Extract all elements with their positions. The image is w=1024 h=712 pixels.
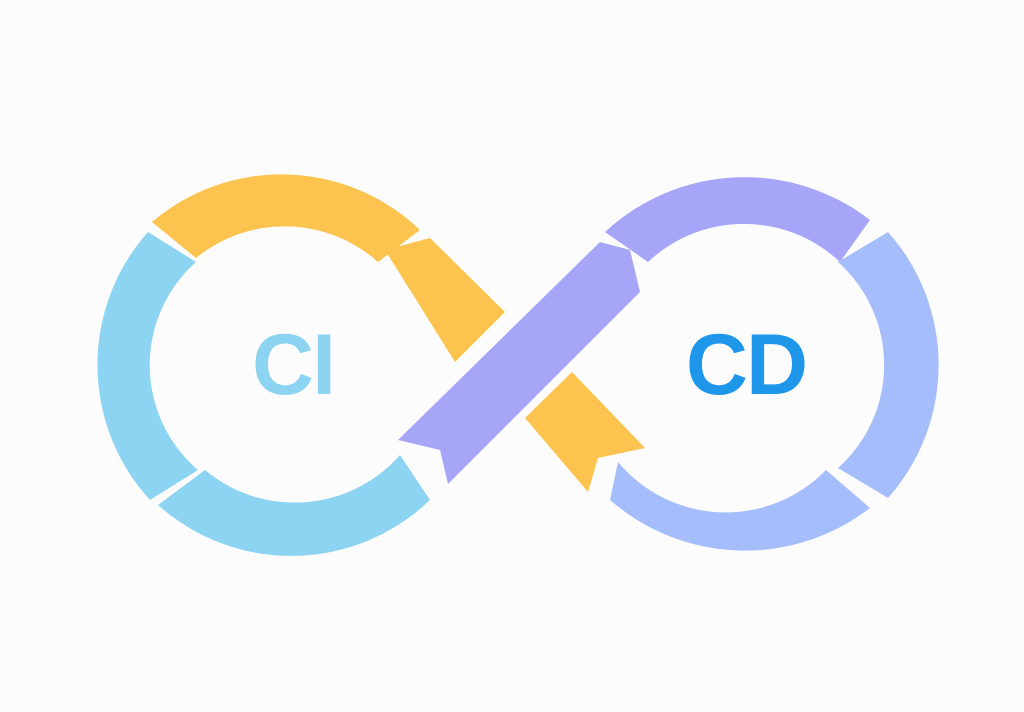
ci-label: CI bbox=[252, 317, 334, 413]
cd-purple-segment-top bbox=[605, 177, 870, 262]
ci-yellow-segment-arrow bbox=[385, 238, 505, 362]
cd-blue-segment-bottom bbox=[610, 462, 870, 551]
cd-label: CD bbox=[686, 317, 806, 413]
cd-blue-segment-right bbox=[838, 232, 939, 498]
cd-purple-segment-diagonal bbox=[398, 242, 640, 484]
ci-ring bbox=[97, 174, 645, 556]
cd-ring bbox=[398, 177, 939, 551]
ci-yellow-segment-cross bbox=[525, 372, 645, 492]
ci-blue-segment-bottom bbox=[158, 455, 430, 556]
ci-yellow-segment-top bbox=[152, 174, 420, 262]
ci-blue-segment-left bbox=[97, 232, 198, 500]
